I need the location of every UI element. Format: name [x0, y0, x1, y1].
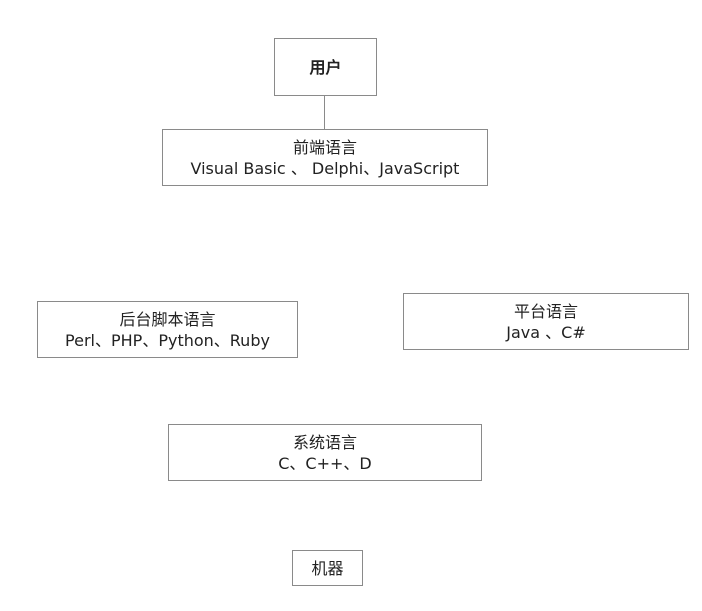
node-backend-script-languages[interactable]: 后台脚本语言 Perl、PHP、Python、Ruby [37, 301, 298, 358]
node-machine-title: 机器 [311, 558, 344, 578]
node-platform-title: 平台语言 [513, 301, 578, 321]
user-frontend-connector [324, 95, 325, 130]
node-system-title: 系统语言 [292, 432, 357, 452]
node-user-title: 用户 [309, 57, 342, 77]
node-machine[interactable]: 机器 [292, 550, 363, 586]
node-frontend-title: 前端语言 [292, 137, 357, 157]
node-frontend-items: Visual Basic 、 Delphi、JavaScript [190, 158, 460, 178]
node-frontend-languages[interactable]: 前端语言 Visual Basic 、 Delphi、JavaScript [162, 129, 488, 186]
node-platform-items: Java 、C# [506, 322, 586, 342]
node-system-items: C、C++、D [278, 453, 372, 473]
node-system-languages[interactable]: 系统语言 C、C++、D [168, 424, 482, 481]
node-platform-languages[interactable]: 平台语言 Java 、C# [403, 293, 689, 350]
node-backend-script-items: Perl、PHP、Python、Ruby [65, 330, 270, 350]
node-user[interactable]: 用户 [274, 38, 377, 96]
node-backend-script-title: 后台脚本语言 [119, 309, 216, 329]
